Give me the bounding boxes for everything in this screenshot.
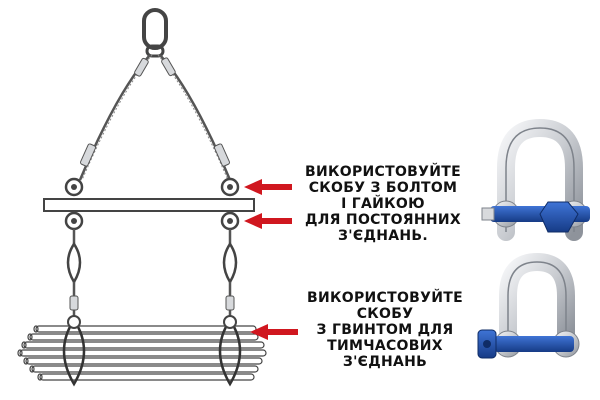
screw-shackle-caption: ВИКОРИСТОВУЙТЕ СКОБУ З ГВИНТОМ ДЛЯ ТИМЧА…	[290, 290, 480, 370]
arrow-left-icon	[244, 179, 292, 195]
lower-sling-right	[222, 229, 238, 320]
pipe-bundle	[17, 325, 267, 381]
beam-bottom-shackle-right	[220, 211, 240, 231]
caption-line: ВИКОРИСТОВУЙТЕ	[305, 164, 461, 180]
caption-line: ТИМЧАСОВИХ	[327, 338, 443, 354]
caption-line: І ГАЙКОЮ	[341, 196, 425, 212]
bolt-type-shackle-icon	[481, 118, 590, 241]
caption-line: СКОБУ З БОЛТОМ	[308, 180, 458, 196]
arrow-left-icon	[244, 213, 292, 229]
beam-top-shackle-right	[220, 177, 240, 197]
choker-right	[218, 315, 242, 387]
screw-pin-shackle-icon	[477, 252, 580, 359]
beam-top-shackle-left	[64, 177, 84, 197]
caption-line: ДЛЯ ПОСТОЯННИХ	[304, 212, 462, 228]
caption-line: З'ЄДНАНЬ.	[338, 228, 428, 244]
caption-line: СКОБУ	[356, 306, 414, 322]
caption-line: ВИКОРИСТОВУЙТЕ	[307, 290, 463, 306]
lower-sling-left	[66, 229, 82, 320]
upper-sling-left	[78, 54, 153, 181]
beam-bottom-shackle-left	[64, 211, 84, 231]
bolt-shackle-caption: ВИКОРИСТОВУЙТЕ СКОБУ З БОЛТОМ І ГАЙКОЮ Д…	[288, 164, 478, 244]
arrow-left-icon	[250, 324, 298, 340]
choker-left	[62, 315, 86, 387]
master-link-icon	[142, 8, 168, 58]
upper-sling-right	[157, 54, 232, 181]
caption-line: З ГВИНТОМ ДЛЯ	[316, 322, 454, 338]
caption-line: З'ЄДНАНЬ	[342, 354, 428, 370]
spreader-beam	[43, 198, 255, 212]
